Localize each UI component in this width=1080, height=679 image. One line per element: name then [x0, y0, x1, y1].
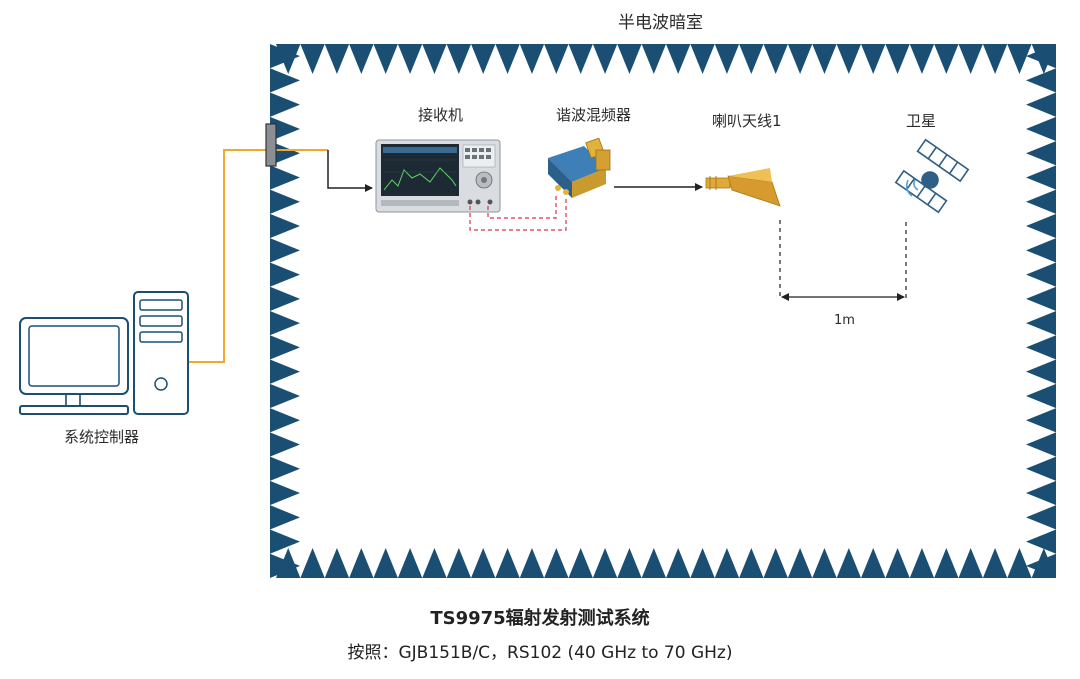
satellite-label: 卫星 — [906, 112, 937, 130]
satellite-icon — [894, 138, 970, 214]
distance-label: 1m — [834, 313, 855, 328]
if-connection-2 — [487, 196, 557, 219]
mixer-icon — [548, 137, 611, 198]
control-cable — [188, 149, 270, 363]
chamber-title: 半电波暗室 — [618, 13, 703, 33]
controller-label: 系统控制器 — [64, 428, 140, 446]
horn-antenna-label: 喇叭天线1 — [712, 112, 782, 130]
receiver-icon — [375, 139, 501, 213]
horn-antenna-icon — [705, 168, 781, 207]
chamber-absorber — [270, 44, 1056, 578]
standard-info: 按照：GJB151B/C，RS102 (40 GHz to 70 GHz) — [347, 643, 733, 663]
feedthrough-panel — [265, 123, 277, 167]
signal-to-receiver — [327, 150, 373, 192]
if-connection-1 — [469, 196, 567, 231]
receiver-label: 接收机 — [418, 106, 464, 124]
mixer-label: 谐波混频器 — [556, 106, 632, 124]
system-title: TS9975辐射发射测试系统 — [430, 608, 650, 629]
computer-icon — [19, 291, 189, 415]
